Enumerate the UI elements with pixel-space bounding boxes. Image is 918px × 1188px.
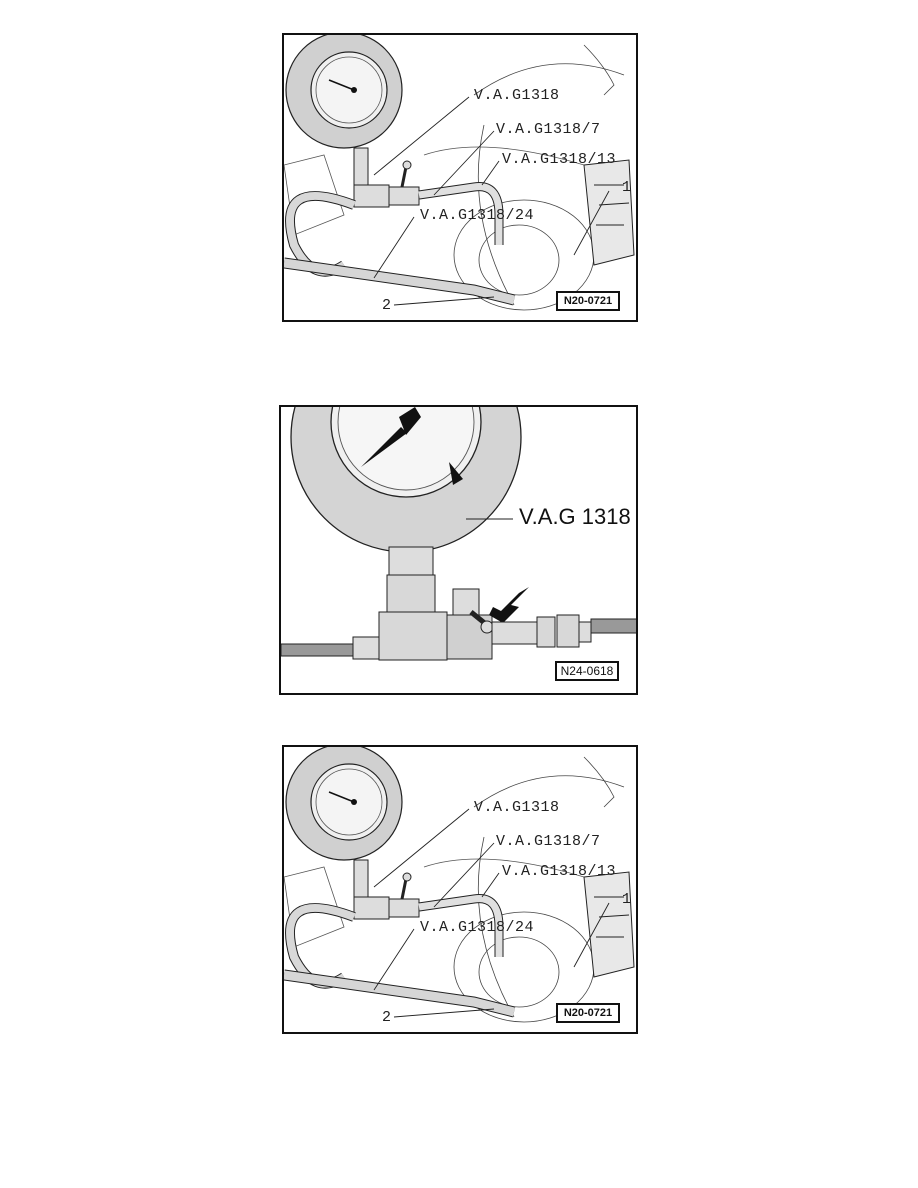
callout-vag1318-13: V.A.G1318/13 <box>502 863 617 880</box>
callout-vag1318-7: V.A.G1318/7 <box>496 833 601 850</box>
figure-pressure-gauge-connection-1: V.A.G1318 V.A.G1318/7 V.A.G1318/13 V.A.G… <box>282 33 638 322</box>
figure-pressure-gauge-valve: V.A.G 1318 N24-0618 <box>279 405 638 695</box>
callout-vag1318-7: V.A.G1318/7 <box>496 121 601 138</box>
callout-vag1318-13: V.A.G1318/13 <box>502 151 617 168</box>
callout-item-2: 2 <box>382 1009 392 1026</box>
callout-vag1318-24: V.A.G1318/24 <box>420 207 535 224</box>
callout-vag1318-24: V.A.G1318/24 <box>420 919 535 936</box>
callout-vag1318: V.A.G1318 <box>474 87 560 104</box>
figure-reference-label: N20-0721 <box>556 291 620 311</box>
callout-vag1318: V.A.G1318 <box>474 799 560 816</box>
figure-reference-label: N20-0721 <box>556 1003 620 1023</box>
illustration-gauge-setup <box>284 747 635 1023</box>
illustration-gauge-closeup <box>281 407 636 661</box>
callout-vag-1318: V.A.G 1318 <box>519 504 631 529</box>
callout-item-1: 1 <box>622 891 632 908</box>
figure-reference-label: N24-0618 <box>555 661 619 681</box>
callout-item-2: 2 <box>382 297 392 314</box>
illustration-gauge-setup <box>284 35 635 311</box>
callout-item-1: 1 <box>622 179 632 196</box>
figure-pressure-gauge-connection-2: V.A.G1318 V.A.G1318/7 V.A.G1318/13 V.A.G… <box>282 745 638 1034</box>
